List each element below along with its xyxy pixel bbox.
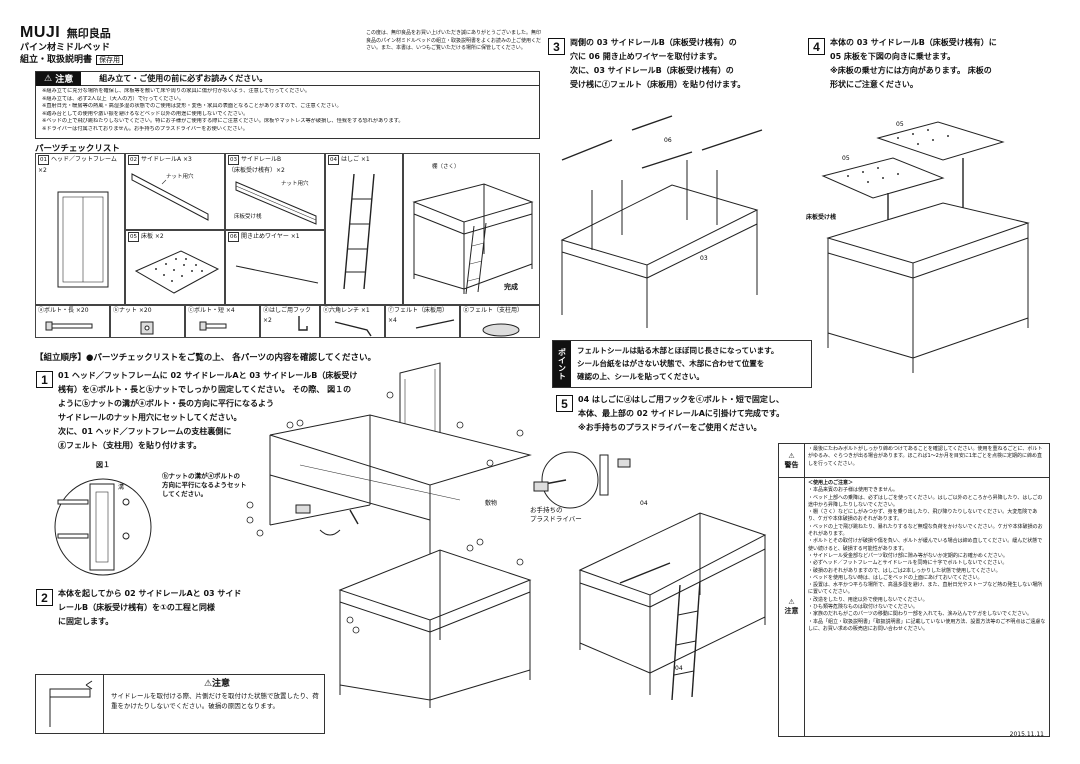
caution-tag: ⚠ 注意 (36, 71, 82, 86)
svg-text:05: 05 (842, 155, 850, 162)
svg-text:05: 05 (896, 121, 904, 128)
usage-caution-row: ⚠注意 ＜使用上のご注意＞ ・本品来賓のお子様は使用できません。 ・ベッド上部へ… (779, 478, 1049, 736)
brand-logo: MUJI (20, 24, 61, 41)
caution-subtitle: 組み立て・ご使用の前に必ずお読みください。 (99, 74, 268, 83)
warning-label: 警告 (784, 460, 799, 469)
usage-caution-label: 注意 (784, 607, 799, 615)
part-d-hook: ⓓはしご用フック ×2 (260, 305, 320, 338)
step-1-number: 1 (36, 371, 53, 388)
svg-text:04: 04 (675, 665, 683, 672)
step-4-number: 4 (808, 38, 825, 55)
step-3-drawing: 06 03 (560, 115, 763, 328)
side-rail-caution-head: ⚠注意 (203, 679, 231, 689)
step-3-text: 両側の 03 サイドレールB（床板受け桟有）の 穴に 06 開き止めワイヤーを取… (570, 38, 746, 89)
caution-item: ※ベッドの上で飛び跳ねたりしないでください。特にお子様がご使用する際にご注意くだ… (42, 118, 404, 125)
step-5-drawing: 04 04 (578, 454, 767, 701)
warning-box: ⚠警告 ・最後にたわみボルトがしっかり締めつけてあることを確認してください。使用… (778, 443, 1050, 737)
completed-bed: 棚（さく） 完成 (403, 153, 540, 305)
point-text: フェルトシールは貼る木部とほぼ同じ長さになっています。 シール台紙をはがさない状… (577, 346, 779, 381)
document-header: MUJI 無印良品 パイン材ミドルベッド 組立・取扱説明書保存用 (20, 24, 365, 65)
order-title: 【組立順序】●パーツチェックリストをご覧の上、 各パーツの内容を確認してください… (35, 353, 377, 363)
fig1-detail (54, 478, 152, 576)
step-2-number: 2 (36, 589, 53, 606)
driver-label: お手持ちの プラスドライバー (530, 506, 582, 523)
point-box: ポイント フェルトシールは貼る木部とほぼ同じ長さになっています。 シール台紙をは… (552, 340, 812, 388)
part-c-bolt-short: ⓒボルト・短 ×4 (185, 305, 260, 338)
step-4-text: 本体の 03 サイドレールB（床板受け桟有）に 05 床板を下図の向きに乗せます… (830, 38, 997, 89)
fig1-label: 図１ (96, 461, 110, 469)
fig1-callout: ⓑナットの溝がⓐボルトの 方向に平行になるようセット してください。 (162, 472, 247, 498)
warning-icon: ⚠ (788, 451, 795, 460)
part-b-nut: ⓑナット ×20 (110, 305, 185, 338)
warning-row: ⚠警告 ・最後にたわみボルトがしっかり締めつけてあることを確認してください。使用… (779, 444, 1049, 478)
caution-item: ※ドライバーは付属されておりません。お手持ちのプラスドライバーをお使いください。 (42, 125, 248, 132)
part-e-hex-wrench: ⓔ六角レンチ ×1 (320, 305, 385, 338)
caution-list: ※組み立てに充分な場所を確保し、床板等を敷いて床や周りの家具に傷が付かないよう、… (36, 86, 539, 136)
warning-text: ・最後にたわみボルトがしっかり締めつけてあることを確認してください。使用を重ねる… (808, 446, 1043, 467)
fig1-groove: 溝 (118, 484, 125, 491)
caution-item: ※踏み台としての使用や激い振を避けるなどベッド以外の用途に使用しないでください。 (42, 110, 249, 117)
caution-item: ※直射日光・暖房等の熱風・高湿多湿の状態でのご使用は変形・変色・家具の表面となる… (42, 103, 342, 110)
point-tag: ポイント (553, 341, 571, 387)
caution-box: ⚠ 注意 組み立て・ご使用の前に必ずお読みください。 ※組み立てに充分な場所を確… (35, 71, 540, 139)
keep-badge: 保存用 (96, 55, 124, 65)
step-2-text: 本体を起してから 02 サイドレールAと 03 サイド レールB（床板受け桟有）… (58, 589, 242, 626)
caution-icon: ⚠ (788, 598, 795, 606)
side-rail-caution: ⚠注意 サイドレールを取付ける際、片側だけを取付けた状態で放置したり、荷重をかけ… (35, 674, 325, 734)
intro-text: この度は、無印良品をお買い上げいただき誠にありがとうございました。無印良品のパイ… (366, 30, 542, 51)
svg-text:06: 06 (664, 137, 672, 144)
step-1-drawing (246, 362, 532, 555)
caution-item: ※組み立てに充分な場所を確保し、床板等を敷いて床や周りの家具に傷が付かないよう、… (42, 88, 311, 94)
step-1-text: 01 ヘッド／フットフレームに 02 サイドレールAと 03 サイドレールB（床… (58, 371, 358, 450)
svg-text:03: 03 (700, 255, 708, 262)
usage-caution-text: ＜使用上のご注意＞ ・本品来賓のお子様は使用できません。 ・ベッド上部への乗降は… (808, 480, 1046, 632)
side-rail-caution-text: サイドレールを取付ける際、片側だけを取付けた状態で放置したり、荷重をかけたりしな… (111, 692, 319, 710)
parts-title: パーツチェックリスト (35, 144, 120, 154)
product-name: パイン材ミドルベッド (20, 43, 111, 53)
side-rail-caution-illustration (36, 675, 104, 733)
step-4-drawing: 05 05 (821, 121, 1030, 373)
part-a-bolt-long: ⓐボルト・長 ×20 (35, 305, 110, 338)
step-5-number: 5 (556, 395, 573, 412)
part-g-felt-post: ⓖフェルト（支柱用） (460, 305, 540, 338)
part-f-felt-board: ⓕフェルト（床板用） ×4 (385, 305, 460, 338)
step-2-drawing (338, 538, 532, 708)
brand-jp: 無印良品 (66, 27, 111, 40)
driver-illustration (533, 451, 599, 509)
step-5-text: 04 はしごにⓓはしご用フックをⓒボルト・短で固定し、 本体、最上部の 02 サ… (578, 395, 785, 432)
document-date: 2015.11.11 (1009, 731, 1044, 738)
svg-text:04: 04 (640, 500, 648, 507)
caution-item: ※組み立ては、必ず2人以上（大人の方）で行ってください。 (42, 95, 185, 102)
step-3-number: 3 (548, 38, 565, 55)
step-4-label: 床板受け桟 (806, 214, 837, 221)
step-1-floor-mat: 敷物 (485, 500, 498, 507)
doc-title: 組立・取扱説明書 (20, 55, 93, 65)
